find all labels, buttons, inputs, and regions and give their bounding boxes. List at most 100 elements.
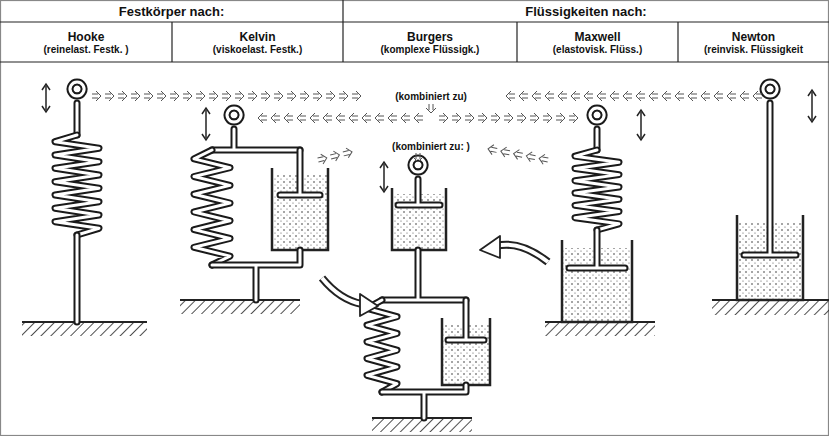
frame-core — [212, 129, 300, 150]
combine-arrow-glyph — [349, 113, 358, 123]
frame — [212, 250, 300, 300]
combine-arrow-glyph — [248, 91, 257, 101]
hook — [590, 108, 604, 122]
combine-arrow-glyph — [530, 113, 539, 123]
dashpot-piston — [398, 179, 440, 205]
combine-arrow-glyph — [375, 113, 384, 123]
combine-arrow-glyph — [727, 91, 736, 101]
combine-arrow-glyph — [675, 91, 684, 101]
model-header: Maxwell(elastovisk. Flüss.) — [517, 22, 678, 62]
model-header: Kelvin(viskoelast. Festk.) — [172, 22, 343, 62]
combine-arrow-glyph — [284, 113, 293, 123]
combine-arrow-glyph — [118, 91, 127, 101]
combine-arrow-glyph — [487, 144, 498, 155]
transfer-arrow — [496, 245, 548, 262]
combine-arrow-glyph — [414, 113, 423, 123]
combine-arrow-glyph — [336, 113, 345, 123]
combine-arrow-glyph — [610, 91, 619, 101]
rod-core — [76, 103, 79, 135]
spring-core — [575, 150, 619, 230]
motion-arrow — [637, 110, 645, 140]
spring — [194, 150, 230, 265]
model-header: Burgers(komplexe Flüssigk.) — [343, 22, 517, 62]
dashpot-piston-core — [744, 103, 796, 255]
hook-core — [590, 108, 604, 122]
model-header: Newton(reinvisk. Flüssigkeit — [678, 22, 829, 62]
hook — [70, 82, 84, 96]
combine-arrow-glyph — [426, 104, 436, 113]
frame — [382, 385, 466, 418]
combine-arrow-glyph — [491, 113, 500, 123]
combine-label: (kombiniert zu) — [392, 91, 470, 102]
spring — [367, 300, 397, 392]
frame-core — [212, 250, 300, 300]
model-type-text: (reinvisk. Flüssigkeit — [704, 44, 803, 55]
combine-arrow-glyph — [545, 91, 554, 101]
motion-arrow — [380, 162, 388, 192]
combine-arrow-glyph — [209, 91, 218, 101]
header-text: Newton — [732, 30, 775, 44]
dashpot-piston-core — [448, 300, 484, 340]
combination-arrows — [92, 91, 762, 316]
hook-core — [70, 82, 84, 96]
header-text: Festkörper nach: — [119, 4, 224, 19]
frame-core — [382, 385, 466, 418]
combine-arrow-glyph — [597, 91, 606, 101]
combine-arrow-glyph — [310, 113, 319, 123]
spring — [575, 150, 619, 230]
combine-label: (kombiniert zu: ) — [389, 141, 473, 152]
combine-arrow-glyph — [339, 91, 348, 101]
dashpot-beakers — [272, 168, 803, 385]
dashpot-piston — [744, 103, 796, 255]
combine-arrow-glyph — [506, 91, 515, 101]
dashpot-piston-core — [280, 150, 320, 195]
header-text: Flüssigkeiten nach: — [525, 4, 646, 19]
combine-arrow-glyph — [317, 153, 328, 165]
transfer-arrow — [322, 278, 362, 304]
combine-arrow-glyph — [504, 113, 513, 123]
combine-arrow-glyph — [452, 113, 461, 123]
combine-arrow-glyph — [532, 91, 541, 101]
combine-arrow-glyph — [714, 91, 723, 101]
model-type-text: (reinelast. Festk. ) — [43, 44, 128, 55]
hook — [763, 82, 777, 96]
combine-arrow-glyph — [170, 91, 179, 101]
combine-arrow-glyph — [297, 113, 306, 123]
combine-arrow-glyph — [584, 91, 593, 101]
combine-arrow-glyph — [513, 149, 524, 160]
spring-core — [194, 150, 230, 265]
combine-arrow-glyph — [688, 91, 697, 101]
combine-arrow-glyph — [261, 91, 270, 101]
combine-arrow-glyph — [571, 91, 580, 101]
combine-arrow-glyph — [649, 91, 658, 101]
spring-and-rod-models — [42, 82, 816, 418]
combine-arrow-glyph — [465, 113, 474, 123]
combine-arrow-glyph — [388, 113, 397, 123]
combine-arrow-glyph — [556, 113, 565, 123]
combine-arrow-glyph — [300, 91, 309, 101]
transfer-arrow — [496, 245, 548, 262]
model-type-text: (viskoelast. Festk.) — [213, 44, 302, 55]
spring-core — [55, 135, 99, 235]
header-text: Burgers — [407, 30, 453, 44]
frame — [382, 250, 466, 300]
combine-arrow-glyph — [92, 91, 101, 101]
motion-arrow — [42, 84, 50, 112]
combine-arrow-glyph — [623, 91, 632, 101]
combine-arrow-glyph — [701, 91, 710, 101]
combine-arrow-glyph — [401, 113, 410, 123]
combine-arrow-glyph — [271, 113, 280, 123]
model-type-text: (komplexe Flüssigk.) — [381, 44, 480, 55]
dashpot-piston — [569, 230, 625, 268]
transfer-arrow-head — [360, 294, 378, 316]
rod-core — [76, 235, 79, 322]
rod — [74, 235, 81, 322]
dashpot-piston-core — [398, 179, 440, 205]
header-band: Festkörper nach: — [0, 0, 343, 22]
ground-hatching — [22, 300, 829, 432]
frame — [212, 129, 300, 150]
combine-arrow-glyph — [131, 91, 140, 101]
combine-arrow-glyph — [413, 153, 423, 162]
